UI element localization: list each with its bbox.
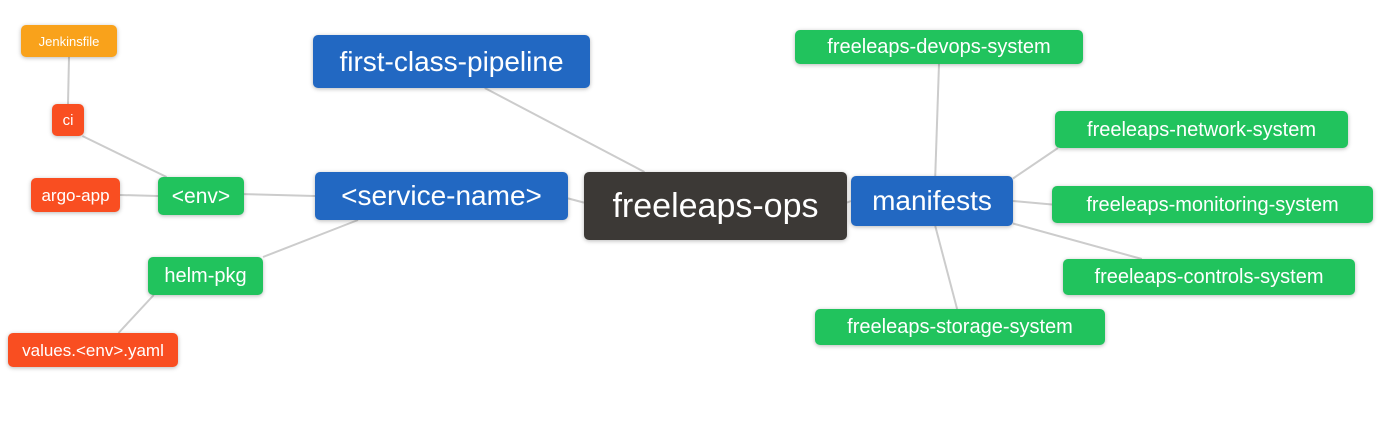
node-label: values.<env>.yaml [22,340,164,360]
node-label: manifests [872,185,992,216]
node-values-env-yaml[interactable]: values.<env>.yaml [8,333,178,367]
node-label: <service-name> [341,180,542,211]
edge-service-name-to-freeleaps-ops [567,197,585,204]
node-label: freeleaps-storage-system [847,316,1073,338]
node-manifests[interactable]: manifests [851,176,1013,226]
node-freeleaps-network-system[interactable]: freeleaps-network-system [1055,111,1348,148]
node-label: freeleaps-devops-system [827,36,1051,58]
edge-manifests-to-freeleaps-controls-system [1012,222,1143,260]
node-jenkinsfile[interactable]: Jenkinsfile [21,25,117,57]
edge-freeleaps-ops-to-manifests [846,200,852,204]
node-freeleaps-ops[interactable]: freeleaps-ops [584,172,847,240]
edge-manifests-to-freeleaps-monitoring-system [1012,200,1053,206]
node-label: freeleaps-controls-system [1094,266,1324,288]
node-label: argo-app [41,185,110,205]
edge-ci-to-env [81,135,168,178]
edge-manifests-to-freeleaps-storage-system [934,225,959,310]
node-freeleaps-controls-system[interactable]: freeleaps-controls-system [1063,259,1355,295]
edge-first-class-pipeline-to-freeleaps-ops [484,87,645,173]
node-first-class-pipeline[interactable]: first-class-pipeline [313,35,590,88]
edge-service-name-to-helm-pkg [262,219,359,258]
node-label: ci [62,111,74,129]
node-env[interactable]: <env> [158,177,244,215]
node-label: helm-pkg [164,265,247,287]
node-freeleaps-monitoring-system[interactable]: freeleaps-monitoring-system [1052,186,1373,223]
edge-argo-app-to-env [119,194,159,197]
node-ci[interactable]: ci [52,104,84,136]
node-label: first-class-pipeline [339,45,564,77]
edge-manifests-to-freeleaps-network-system [1012,147,1059,180]
node-label: Jenkinsfile [38,33,100,49]
node-freeleaps-storage-system[interactable]: freeleaps-storage-system [815,309,1105,345]
node-freeleaps-devops-system[interactable]: freeleaps-devops-system [795,30,1083,64]
edge-jenkinsfile-to-ci [67,56,70,105]
node-label: freeleaps-ops [612,187,819,225]
edge-helm-pkg-to-values-env-yaml [117,294,155,334]
edge-manifests-to-freeleaps-devops-system [934,63,940,177]
node-argo-app[interactable]: argo-app [31,178,120,212]
node-label: freeleaps-network-system [1087,118,1316,141]
node-helm-pkg[interactable]: helm-pkg [148,257,263,295]
edge-env-to-service-name [243,193,316,197]
node-label: freeleaps-monitoring-system [1086,193,1339,216]
node-service-name[interactable]: <service-name> [315,172,568,220]
node-label: <env> [171,184,231,208]
